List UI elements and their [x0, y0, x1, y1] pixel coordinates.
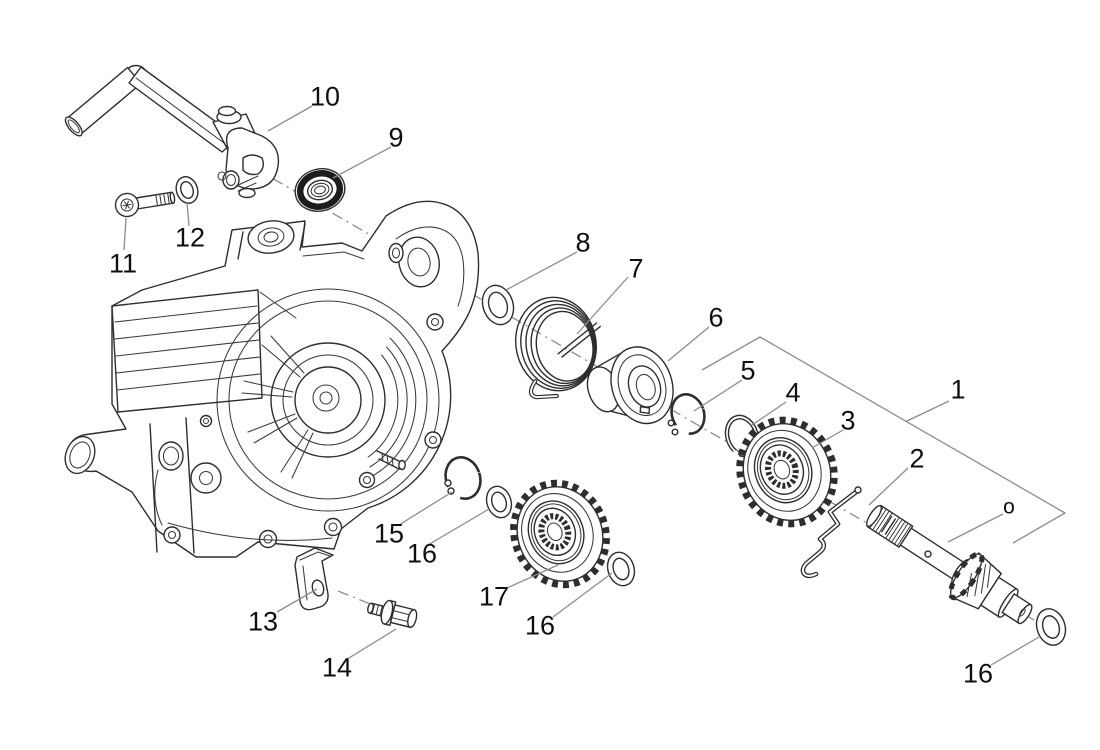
spring-clip-2 [800, 486, 862, 579]
callout-10: 10 [309, 81, 341, 112]
callout-7: 7 [628, 253, 644, 284]
kick-spring-7 [514, 296, 602, 400]
callout-4: 4 [785, 377, 801, 408]
callout-16-lower: 16 [962, 658, 994, 689]
kick-gear-3 [736, 416, 838, 528]
washer-16-upper [485, 485, 513, 519]
washer-12 [175, 176, 199, 204]
callout-2: 2 [909, 443, 925, 474]
bolt-ears [163, 313, 444, 549]
callout-9: 9 [388, 122, 404, 153]
callout-5: 5 [740, 355, 756, 386]
callout-1: 1 [950, 374, 966, 405]
callout-6: 6 [708, 302, 724, 333]
callout-8: 8 [575, 227, 591, 258]
crankcase-cover [64, 200, 480, 558]
kick-shaft-1 [865, 504, 1033, 625]
callout-3: 3 [840, 405, 856, 436]
bolt-14 [367, 599, 418, 629]
idle-gear-17 [510, 479, 610, 589]
callout-16-middle: 16 [524, 610, 556, 641]
bracket-13 [294, 547, 334, 611]
callout-13: 13 [247, 606, 279, 637]
washer-16-lower [1035, 608, 1067, 646]
callout-14: 14 [321, 652, 353, 683]
spring-retainer-6 [586, 346, 674, 425]
oil-seal-9 [294, 168, 346, 212]
washer-16-middle [606, 551, 636, 587]
circlip-5 [667, 393, 706, 436]
callout-12: 12 [174, 222, 206, 253]
axis-marker-o: o [1003, 495, 1015, 519]
kick-lever [64, 64, 280, 199]
callout-17: 17 [478, 581, 510, 612]
callout-15: 15 [373, 518, 405, 549]
washer-8 [481, 284, 515, 326]
circlip-15 [444, 456, 482, 500]
bolt-11 [114, 191, 176, 218]
callout-16-upper: 16 [406, 538, 438, 569]
leader-lines [123, 105, 1067, 666]
callout-11: 11 [108, 248, 138, 279]
